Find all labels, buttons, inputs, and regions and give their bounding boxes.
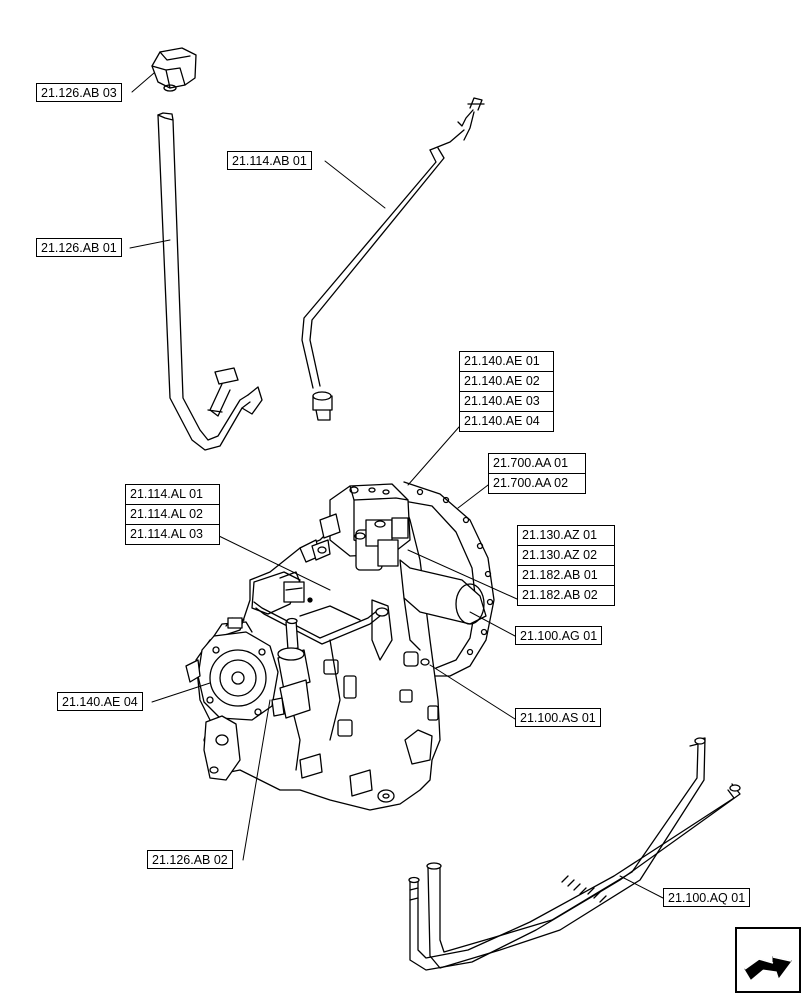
arrow-forward-icon — [744, 956, 792, 980]
callout-21-140-ae-03[interactable]: 21.140.AE 03 — [460, 392, 553, 412]
callout-21-140-ae-04[interactable]: 21.140.AE 04 — [464, 414, 540, 428]
callout-21-140-ae-04-lower[interactable]: 21.140.AE 04 — [57, 692, 143, 711]
callout-21-126-ab-03[interactable]: 21.126.AB 03 — [36, 83, 122, 102]
breather-cap — [151, 47, 197, 92]
callout-21-182-ab-02[interactable]: 21.182.AB 02 — [522, 588, 598, 602]
callout-21-100-aq-01[interactable]: 21.100.AQ 01 — [663, 888, 751, 907]
callout-21-100-as-01[interactable]: 21.100.AS 01 — [515, 708, 601, 727]
callout-21-182-ab-01[interactable]: 21.182.AB 01 — [518, 566, 614, 586]
callout-21-114-ab-01[interactable]: 21.114.AB 01 — [227, 151, 312, 170]
callout-21-700-aa-01[interactable]: 21.700.AA 01 — [489, 454, 585, 474]
callout-group-21-114-al: 21.114.AL 01 21.114.AL 02 21.114.AL 03 — [125, 484, 220, 545]
callout-21-130-az-02[interactable]: 21.130.AZ 02 — [518, 546, 614, 566]
callout-21-700-aa-02[interactable]: 21.700.AA 02 — [493, 476, 569, 490]
callout-21-114-al-01[interactable]: 21.114.AL 01 — [126, 485, 219, 505]
callout-21-126-ab-01[interactable]: 21.126.AB 01 — [36, 238, 122, 257]
callout-21-140-ae-01[interactable]: 21.140.AE 01 — [460, 352, 553, 372]
callout-21-100-ag-01[interactable]: 21.100.AG 01 — [515, 626, 603, 645]
leader-lines — [129, 72, 664, 899]
callout-21-114-al-02[interactable]: 21.114.AL 02 — [126, 505, 219, 525]
callout-21-140-ae-02[interactable]: 21.140.AE 02 — [460, 372, 553, 392]
callout-group-21-700-aa: 21.700.AA 01 21.700.AA 02 — [488, 453, 586, 494]
breather-pipe — [157, 112, 263, 451]
callout-21-114-al-03[interactable]: 21.114.AL 03 — [130, 527, 203, 541]
callout-group-21-140-ae: 21.140.AE 01 21.140.AE 02 21.140.AE 03 2… — [459, 351, 554, 432]
callout-21-126-ab-02[interactable]: 21.126.AB 02 — [147, 850, 233, 869]
callout-21-130-az-01[interactable]: 21.130.AZ 01 — [518, 526, 614, 546]
callout-group-21-130-az: 21.130.AZ 01 21.130.AZ 02 21.182.AB 01 2… — [517, 525, 615, 606]
transmission-housing — [185, 481, 495, 811]
next-page-button[interactable] — [735, 927, 801, 993]
suction-pipes — [408, 737, 741, 971]
dipstick-tube — [301, 97, 485, 421]
